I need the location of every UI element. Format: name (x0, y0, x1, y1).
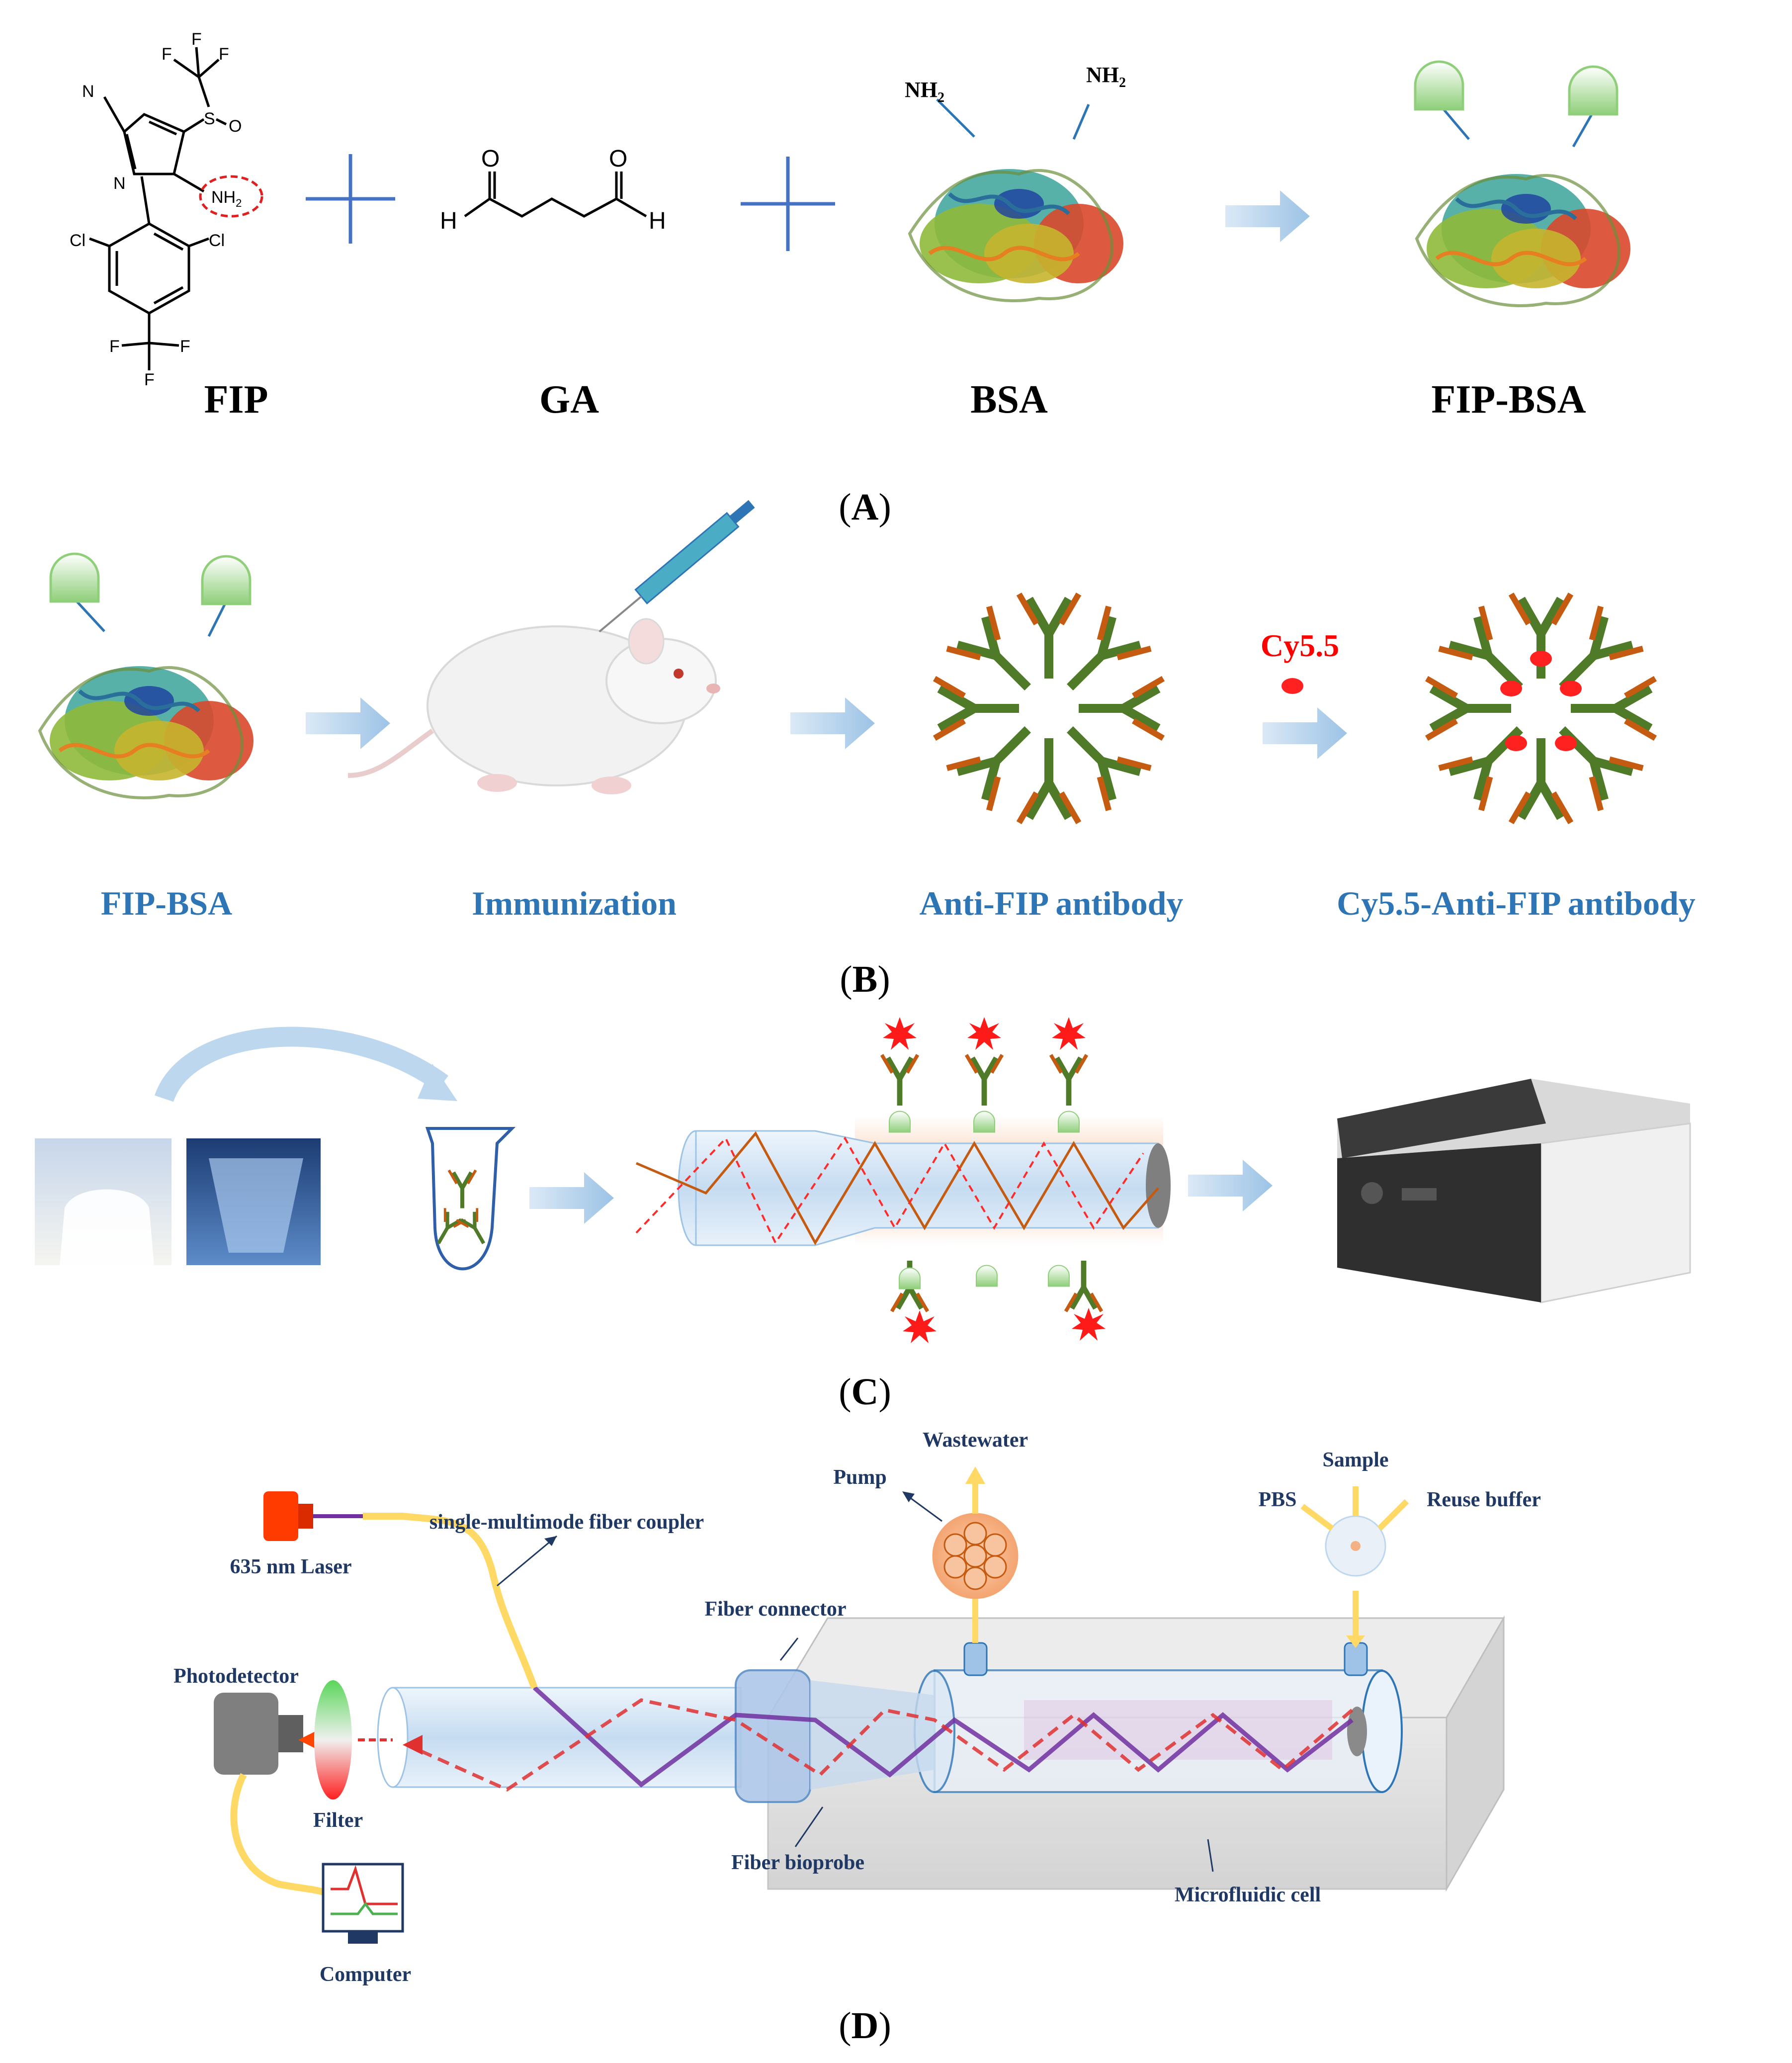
arrow-icon-b1 (306, 697, 390, 749)
arrow-icon-b3 (1263, 707, 1347, 759)
captured-antibody-icon (882, 1017, 1087, 1133)
filter-icon (314, 1680, 352, 1800)
plus-icon-2 (741, 157, 835, 251)
panel-b: Cy5.5 FIP-BSA Immunization Anti-FIP anti… (40, 500, 1696, 1000)
atom-ga-h2: H (649, 208, 666, 234)
hapten-cap-icon (1415, 62, 1463, 109)
computer-cable (230, 1773, 330, 1897)
atom-n-ring: N (113, 174, 126, 193)
panel-d: 635 nm Laser single-multimode fiber coup… (173, 1429, 1541, 2047)
atom-ga-h1: H (440, 208, 457, 234)
atom-nh2: NH2 (211, 188, 242, 209)
label-bsa: BSA (970, 378, 1048, 422)
atom-o: O (229, 117, 242, 136)
nh2-label-1: NH2 (905, 78, 944, 105)
label-laser: 635 nm Laser (230, 1555, 352, 1578)
label-pbs: PBS (1258, 1488, 1296, 1511)
atom-n-cyano: N (82, 82, 94, 101)
coupler-line (363, 1513, 538, 1689)
ga-structure: O O H H (440, 146, 666, 234)
atom-ga-o1: O (481, 146, 500, 172)
hapten-cap-icon (51, 554, 98, 602)
label-wastewater: Wastewater (923, 1429, 1028, 1452)
fluorescence-instrument-icon (1337, 1079, 1691, 1303)
label-reuse-buffer: Reuse buffer (1427, 1488, 1541, 1511)
atom-s: S (204, 109, 215, 128)
atom-f3: F (191, 30, 202, 49)
laser-icon (263, 1491, 363, 1541)
label-microfluidic-cell: Microfluidic cell (1175, 1884, 1321, 1906)
panel-c: (C) (35, 1017, 1691, 1413)
hapten-cap-icon (1569, 67, 1617, 114)
arrow-icon-c1 (529, 1172, 614, 1224)
arrow-icon-a (1225, 190, 1310, 242)
hapten-cap-icon (202, 556, 250, 604)
nh2-highlight (199, 175, 263, 218)
label-photodetector: Photodetector (173, 1665, 299, 1688)
label-fiber-bioprobe: Fiber bioprobe (731, 1851, 864, 1874)
atom-f4: F (109, 337, 120, 356)
fip-bsa-protein-icon-b (40, 666, 254, 798)
plus-icon-1 (306, 154, 395, 244)
fiber-probe-icon (635, 1116, 1171, 1246)
computer-icon (322, 1863, 404, 1944)
caption-c: (C) (839, 1371, 891, 1413)
panel-a: N S O F F F NH2 N C (70, 30, 1630, 528)
atom-cl-right: Cl (209, 231, 225, 250)
label-fip: FIP (204, 378, 268, 422)
label-coupler: single-multimode fiber coupler (429, 1511, 704, 1534)
curved-arrow-icon (155, 1027, 448, 1103)
outlet-port (963, 1642, 988, 1676)
cy55-label: Cy5.5 (1261, 628, 1339, 663)
caption-d: (D) (839, 2005, 891, 2047)
labelled-antibody-ring-icon (1427, 594, 1655, 823)
fip-bsa-protein-icon (1417, 174, 1630, 306)
label-ga: GA (539, 378, 599, 422)
label-fip-bsa: FIP-BSA (1431, 378, 1586, 422)
label-anti-fip-antibody: Anti-FIP antibody (920, 884, 1184, 922)
atom-f2: F (219, 45, 229, 64)
label-sample: Sample (1322, 1449, 1388, 1471)
caption-a: (A) (839, 486, 891, 528)
fip-structure: N S O F F F NH2 N C (70, 30, 263, 389)
photodetector-icon (214, 1693, 303, 1775)
label-computer: Computer (320, 1963, 411, 1986)
mouse-icon (347, 618, 720, 794)
atom-f1: F (162, 45, 172, 64)
label-connector: Fiber connector (705, 1598, 847, 1621)
pump-icon (932, 1513, 1019, 1599)
arrow-icon-b2 (790, 697, 875, 749)
caption-b: (B) (840, 958, 890, 1000)
fiber-bioprobe-tube (914, 1669, 1403, 1793)
coupler-fiber-tube (377, 1687, 742, 1788)
cy55-dye-icon (1281, 678, 1303, 694)
atom-cl-left: Cl (70, 231, 85, 250)
arrow-icon-c2 (1188, 1160, 1273, 1211)
atom-f6: F (144, 370, 155, 389)
label-immunization: Immunization (472, 884, 677, 922)
label-pump: Pump (833, 1466, 886, 1489)
nh2-label-2: NH2 (1086, 63, 1126, 90)
label-cy55-anti-fip-antibody: Cy5.5-Anti-FIP antibody (1337, 884, 1696, 922)
label-filter: Filter (313, 1809, 363, 1832)
sample-tube-icon (425, 1127, 516, 1271)
bsa-protein-icon (910, 169, 1123, 301)
syringe-icon (598, 500, 755, 633)
captured-antibody-icon (892, 1261, 1106, 1343)
atom-f5: F (180, 337, 190, 356)
antibody-ring-icon (935, 594, 1163, 823)
atom-ga-o2: O (609, 146, 627, 172)
label-b-fip-bsa: FIP-BSA (101, 884, 232, 922)
inlet-port (1344, 1642, 1368, 1676)
